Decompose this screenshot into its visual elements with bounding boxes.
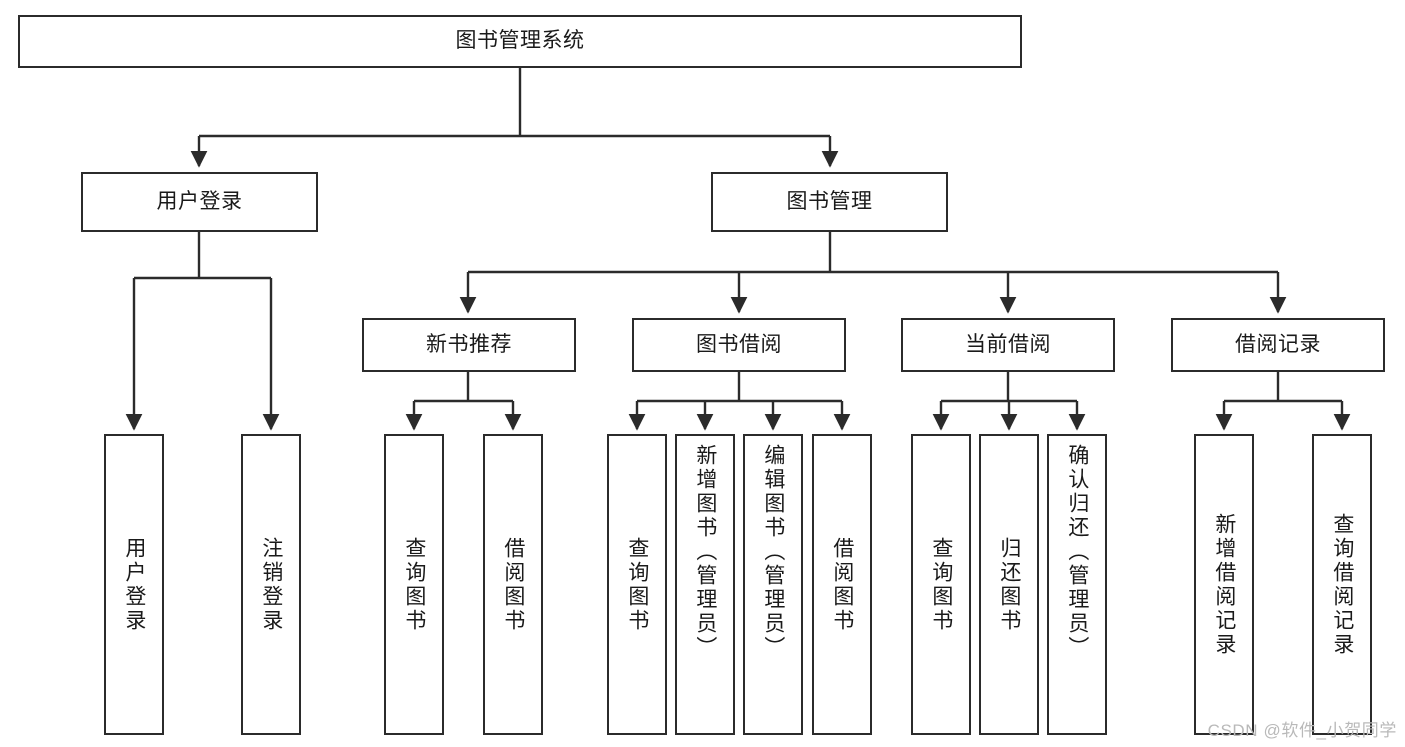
node-leaf-add-book[interactable]: 新增图书（管理员） (675, 434, 735, 735)
node-root-label: 图书管理系统 (455, 29, 585, 53)
node-book-borrow-label: 图书借阅 (696, 332, 782, 356)
node-leaf-borrow-book-1[interactable]: 借阅图书 (483, 434, 543, 735)
node-root[interactable]: 图书管理系统 (18, 15, 1022, 68)
node-leaf-query-book-2-label: 查询图书 (625, 536, 649, 633)
node-leaf-user-login[interactable]: 用户登录 (104, 434, 164, 735)
node-leaf-query-book-3[interactable]: 查询图书 (911, 434, 971, 735)
node-new-book-recommend-label: 新书推荐 (426, 332, 512, 356)
node-leaf-edit-book[interactable]: 编辑图书（管理员） (743, 434, 803, 735)
node-leaf-return-book[interactable]: 归还图书 (979, 434, 1039, 735)
node-leaf-query-record[interactable]: 查询借阅记录 (1312, 434, 1372, 735)
node-borrow-record-label: 借阅记录 (1235, 332, 1321, 356)
node-leaf-borrow-book-2-label: 借阅图书 (830, 536, 854, 633)
node-leaf-user-logout-label: 注销登录 (259, 536, 283, 633)
node-borrow-record[interactable]: 借阅记录 (1171, 318, 1385, 372)
node-leaf-edit-book-label: 编辑图书（管理员） (761, 444, 785, 660)
node-leaf-add-book-label: 新增图书（管理员） (693, 444, 717, 660)
node-leaf-confirm-return-label: 确认归还（管理员） (1065, 444, 1089, 660)
node-book-manage[interactable]: 图书管理 (711, 172, 948, 232)
node-leaf-borrow-book-1-label: 借阅图书 (501, 536, 525, 633)
node-leaf-confirm-return[interactable]: 确认归还（管理员） (1047, 434, 1107, 735)
node-user-login-label: 用户登录 (156, 189, 243, 213)
node-current-borrow-label: 当前借阅 (965, 332, 1051, 356)
node-book-manage-label: 图书管理 (786, 189, 873, 213)
csdn-watermark: CSDN @软件_小贺同学 (1207, 721, 1397, 740)
node-leaf-add-record[interactable]: 新增借阅记录 (1194, 434, 1254, 735)
node-user-login[interactable]: 用户登录 (81, 172, 318, 232)
node-leaf-user-logout[interactable]: 注销登录 (241, 434, 301, 735)
node-leaf-query-record-label: 查询借阅记录 (1330, 512, 1354, 657)
node-leaf-user-login-label: 用户登录 (122, 536, 146, 633)
node-leaf-return-book-label: 归还图书 (997, 536, 1021, 633)
node-current-borrow[interactable]: 当前借阅 (901, 318, 1115, 372)
node-leaf-add-record-label: 新增借阅记录 (1212, 512, 1236, 657)
node-new-book-recommend[interactable]: 新书推荐 (362, 318, 576, 372)
node-book-borrow[interactable]: 图书借阅 (632, 318, 846, 372)
node-leaf-query-book-3-label: 查询图书 (929, 536, 953, 633)
node-leaf-borrow-book-2[interactable]: 借阅图书 (812, 434, 872, 735)
node-leaf-query-book-2[interactable]: 查询图书 (607, 434, 667, 735)
node-leaf-query-book-1-label: 查询图书 (402, 536, 426, 633)
node-leaf-query-book-1[interactable]: 查询图书 (384, 434, 444, 735)
